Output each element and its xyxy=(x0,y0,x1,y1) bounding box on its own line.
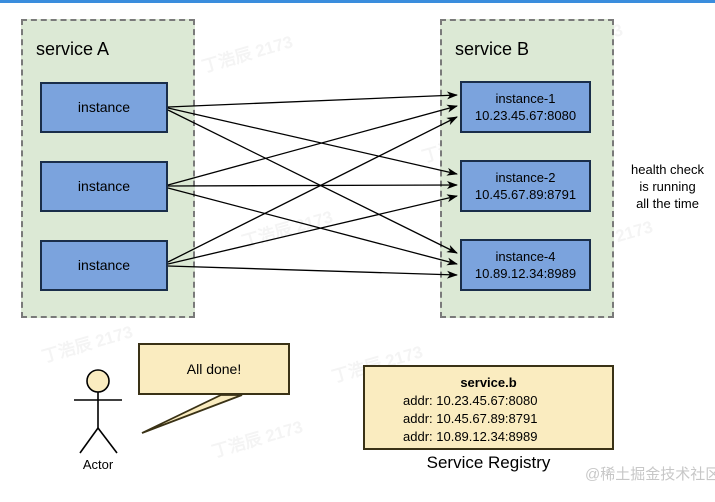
actor-head-icon xyxy=(86,369,110,393)
instance-label: instance xyxy=(77,257,131,273)
actor-label: Actor xyxy=(82,457,114,472)
arrow-group xyxy=(167,91,458,279)
arrow-a2-b3 xyxy=(167,187,458,266)
arrow-a1-b1 xyxy=(167,91,458,108)
instance-address: 10.89.12.34:8989 xyxy=(474,266,577,281)
service-a-instance-2[interactable]: instance xyxy=(40,161,168,212)
actor-figure[interactable] xyxy=(74,369,122,454)
service-a-instance-3[interactable]: instance xyxy=(40,240,168,291)
top-accent-bar xyxy=(0,0,715,3)
registry-address-list: addr: 10.23.45.67:8080 addr: 10.45.67.89… xyxy=(365,392,612,446)
service-b-instance-3[interactable]: instance-4 10.89.12.34:8989 xyxy=(460,239,591,291)
watermark-text: 丁浩辰 2173 xyxy=(199,32,295,77)
arrow-a2-b1 xyxy=(167,104,458,186)
registry-service-name: service.b xyxy=(460,375,517,390)
service-a-title: service A xyxy=(36,39,110,59)
service-b-title: service B xyxy=(455,39,530,59)
actor-right-leg-line xyxy=(97,427,118,454)
instance-label: instance xyxy=(77,99,131,115)
service-a-instance-1[interactable]: instance xyxy=(40,82,168,133)
instance-name: instance-1 xyxy=(495,91,556,106)
instance-name: instance-4 xyxy=(495,249,556,264)
arrow-a1-b2 xyxy=(167,107,458,176)
health-note-line-2: is running xyxy=(639,179,696,194)
watermark-text: 丁浩辰 2173 xyxy=(239,207,335,252)
instance-name: instance-2 xyxy=(495,170,556,185)
speech-bubble: All done! xyxy=(138,343,290,395)
arrow-a3-b1 xyxy=(167,116,458,263)
watermark-text: 丁浩辰 2173 xyxy=(209,417,305,462)
health-check-note: health check is running all the time xyxy=(620,161,715,212)
instance-label: instance xyxy=(77,178,131,194)
health-note-line-1: health check xyxy=(631,162,704,177)
speech-bubble-tail xyxy=(141,394,243,434)
actor-left-leg-line xyxy=(79,427,99,454)
registry-address-row: addr: 10.23.45.67:8080 xyxy=(403,393,538,408)
health-note-line-3: all the time xyxy=(636,196,699,211)
arrow-a1-b3 xyxy=(167,109,458,254)
speech-bubble-text: All done! xyxy=(186,361,242,377)
watermark-text: 丁浩辰 2173 xyxy=(39,322,135,367)
arrow-a3-b2 xyxy=(167,194,458,265)
registry-address-row: addr: 10.45.67.89:8791 xyxy=(403,411,538,426)
service-b-instance-2[interactable]: instance-2 10.45.67.89:8791 xyxy=(460,160,591,212)
registry-address-row: addr: 10.89.12.34:8989 xyxy=(403,429,538,444)
instance-address: 10.23.45.67:8080 xyxy=(474,108,577,123)
instance-address: 10.45.67.89:8791 xyxy=(474,187,577,202)
arrow-a2-b2 xyxy=(167,181,458,190)
arrow-a3-b3 xyxy=(167,265,458,279)
service-registry-caption: Service Registry xyxy=(426,453,551,472)
service-registry-box: service.b addr: 10.23.45.67:8080 addr: 1… xyxy=(363,365,614,450)
service-b-instance-1[interactable]: instance-1 10.23.45.67:8080 xyxy=(460,81,591,133)
